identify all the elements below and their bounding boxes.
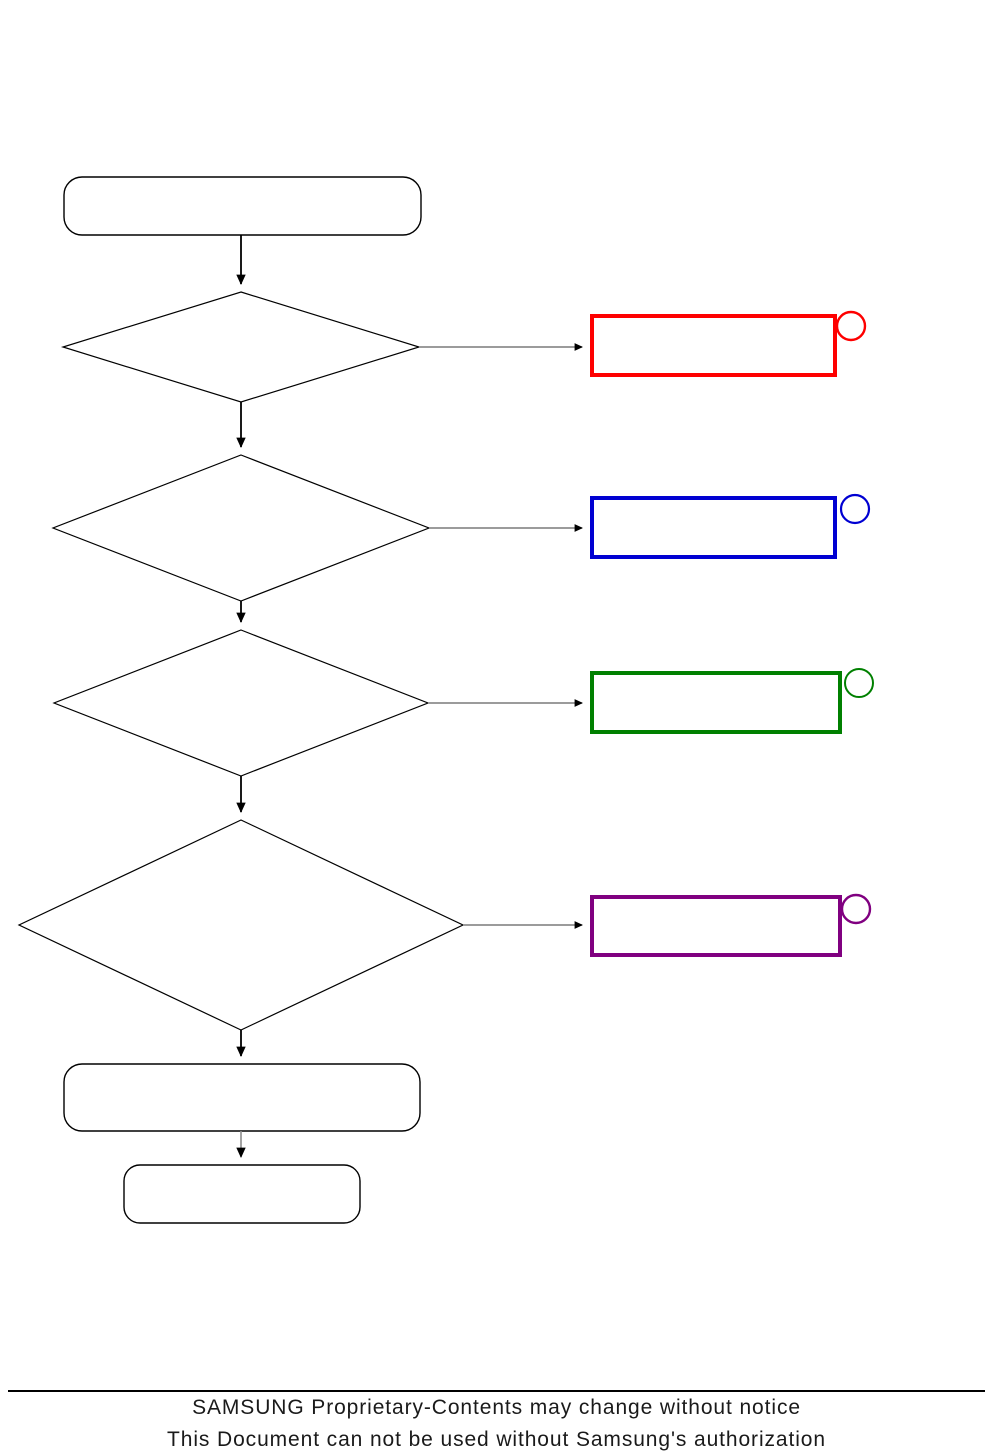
outcome-marker-purple-circle-icon <box>840 893 872 925</box>
node-decision-2 <box>51 454 431 602</box>
footer-line-proprietary: SAMSUNG Proprietary-Contents may change … <box>192 1396 801 1419</box>
node-decision-4 <box>17 819 465 1031</box>
node-start-terminator <box>63 176 422 236</box>
outcome-marker-green-circle-icon <box>844 668 874 698</box>
outcome-box-blue <box>590 496 837 559</box>
outcome-box-red <box>590 314 837 377</box>
footer-divider <box>8 1390 985 1392</box>
footer-line-authorization: This Document can not be used without Sa… <box>167 1428 826 1451</box>
node-end-terminator <box>123 1164 361 1224</box>
outcome-box-purple <box>590 895 842 957</box>
outcome-marker-red-circle-icon <box>835 310 867 342</box>
outcome-box-green <box>590 671 842 734</box>
page-footer: SAMSUNG Proprietary-Contents may change … <box>0 1392 993 1454</box>
node-decision-1 <box>60 291 422 403</box>
outcome-marker-blue-circle-icon <box>839 493 871 525</box>
node-process-final <box>63 1063 421 1132</box>
node-decision-3 <box>52 629 430 777</box>
